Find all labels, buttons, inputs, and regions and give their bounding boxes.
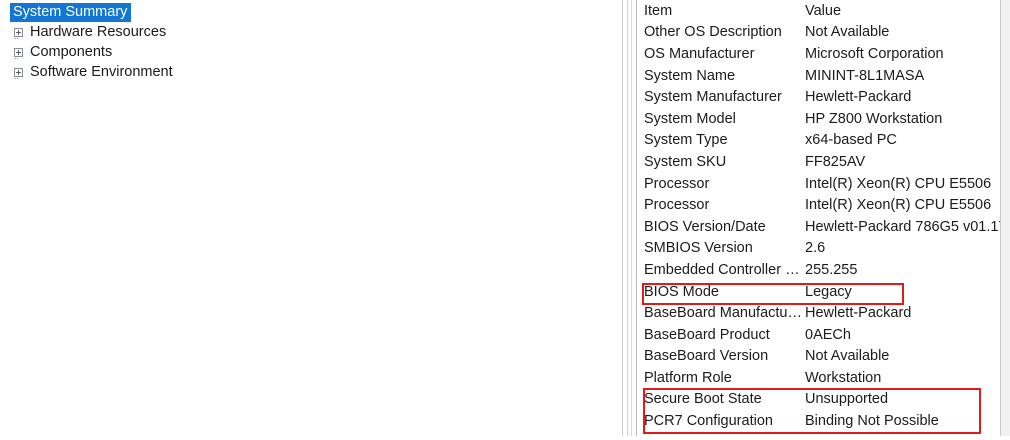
row-item-value: Workstation — [805, 369, 882, 386]
row-item-value: x64-based PC — [805, 132, 897, 149]
row-item-value: Hewlett-Packard — [805, 89, 912, 106]
tree-item-components-label: Components — [30, 44, 113, 60]
tree-indent — [4, 42, 14, 62]
row-item-label: PCR7 Configuration — [644, 413, 773, 430]
tree-indent — [4, 22, 14, 42]
tree-connector-line — [15, 57, 19, 59]
row-item-value: FF825AV — [805, 153, 866, 170]
table-row[interactable]: OS Manufacturer Microsoft Corporation — [638, 43, 1000, 65]
column-header-item: Item — [644, 2, 673, 19]
tree-indent — [4, 62, 14, 82]
table-row[interactable]: System Name MININT-8L1MASA — [638, 65, 1000, 87]
row-item-label: Embedded Controller V... — [644, 261, 805, 278]
plus-icon[interactable] — [14, 67, 23, 79]
row-item-value: Legacy — [805, 283, 852, 300]
bottom-edge — [0, 436, 1010, 440]
row-item-label: Secure Boot State — [644, 391, 762, 408]
table-row[interactable]: System Manufacturer Hewlett-Packard — [638, 86, 1000, 108]
table-row[interactable]: Embedded Controller V... 255.255 — [638, 259, 1000, 281]
row-item-label: SMBIOS Version — [644, 240, 753, 257]
tree-item-system-summary[interactable]: System Summary — [4, 2, 622, 22]
table-row[interactable]: System SKU FF825AV — [638, 151, 1000, 173]
row-item-value: HP Z800 Workstation — [805, 110, 943, 127]
row-item-value: Not Available — [805, 24, 890, 41]
tree-item-software-environment[interactable]: Software Environment — [4, 62, 622, 82]
table-row-pcr7-configuration[interactable]: PCR7 Configuration Binding Not Possible — [638, 410, 1000, 432]
row-item-value: 255.255 — [805, 261, 858, 278]
table-row[interactable]: BaseBoard Product 0AECh — [638, 324, 1000, 346]
row-item-label: System Manufacturer — [644, 89, 782, 106]
row-item-value: Intel(R) Xeon(R) CPU E5506 — [805, 197, 992, 214]
plus-icon[interactable] — [14, 27, 23, 39]
row-item-label: Other OS Description — [644, 24, 782, 41]
table-row[interactable]: BIOS Version/Date Hewlett-Packard 786G5 … — [638, 216, 1000, 238]
tree-item-components[interactable]: Components — [4, 42, 622, 62]
table-row[interactable]: Processor Intel(R) Xeon(R) CPU E5506 — [638, 173, 1000, 195]
table-row-secure-boot-state[interactable]: Secure Boot State Unsupported — [638, 389, 1000, 411]
row-item-label: System SKU — [644, 153, 727, 170]
plus-icon[interactable] — [14, 47, 23, 59]
navigation-tree-pane: System Summary Hardware Resources Compon… — [0, 0, 623, 436]
row-item-label: BaseBoard Version — [644, 348, 769, 365]
tree-connector-line — [15, 37, 19, 39]
table-row[interactable]: Platform Role Workstation — [638, 367, 1000, 389]
row-item-label: Processor — [644, 175, 710, 192]
row-item-label: System Type — [644, 132, 728, 149]
row-item-label: System Name — [644, 67, 736, 84]
row-item-value: Hewlett-Packard 786G5 v01.17, 8/ — [805, 218, 1000, 235]
table-row[interactable]: BaseBoard Version Not Available — [638, 346, 1000, 368]
details-pane: Item Value Other OS Description Not Avai… — [638, 0, 1001, 436]
tree-item-system-summary-label: System Summary — [10, 2, 132, 22]
details-list: Item Value Other OS Description Not Avai… — [638, 0, 1000, 432]
row-item-value: MININT-8L1MASA — [805, 67, 925, 84]
table-row[interactable]: Other OS Description Not Available — [638, 22, 1000, 44]
row-item-label: BaseBoard Product — [644, 326, 770, 343]
row-item-value: Microsoft Corporation — [805, 45, 944, 62]
splitter-grip — [631, 0, 632, 436]
table-row[interactable]: Processor Intel(R) Xeon(R) CPU E5506 — [638, 194, 1000, 216]
row-item-label: BaseBoard Manufacturer — [644, 305, 805, 322]
tree-root: System Summary Hardware Resources Compon… — [0, 0, 622, 82]
row-item-label: OS Manufacturer — [644, 45, 755, 62]
table-row-bios-mode[interactable]: BIOS Mode Legacy — [638, 281, 1000, 303]
column-header-value: Value — [805, 2, 842, 19]
pane-splitter[interactable] — [627, 0, 637, 436]
tree-item-software-environment-label: Software Environment — [30, 64, 173, 80]
row-item-value: Not Available — [805, 348, 890, 365]
row-item-label: Processor — [644, 197, 710, 214]
row-item-value: Unsupported — [805, 391, 889, 408]
table-row[interactable]: System Type x64-based PC — [638, 130, 1000, 152]
row-item-value: 2.6 — [805, 240, 826, 257]
row-item-label: Platform Role — [644, 369, 732, 386]
row-item-value: Hewlett-Packard — [805, 305, 912, 322]
row-item-label: BIOS Mode — [644, 283, 719, 300]
tree-item-hardware-resources-label: Hardware Resources — [30, 24, 167, 40]
tree-item-hardware-resources[interactable]: Hardware Resources — [4, 22, 622, 42]
tree-connector-line — [15, 77, 19, 79]
row-item-value: 0AECh — [805, 326, 851, 343]
row-item-label: System Model — [644, 110, 736, 127]
table-row[interactable]: SMBIOS Version 2.6 — [638, 238, 1000, 260]
row-item-label: BIOS Version/Date — [644, 218, 766, 235]
row-item-value: Intel(R) Xeon(R) CPU E5506 — [805, 175, 992, 192]
right-gutter — [1001, 0, 1010, 440]
table-row[interactable]: BaseBoard Manufacturer Hewlett-Packard — [638, 302, 1000, 324]
table-row[interactable]: System Model HP Z800 Workstation — [638, 108, 1000, 130]
row-item-value: Binding Not Possible — [805, 413, 939, 430]
details-header-row: Item Value — [638, 0, 1000, 22]
